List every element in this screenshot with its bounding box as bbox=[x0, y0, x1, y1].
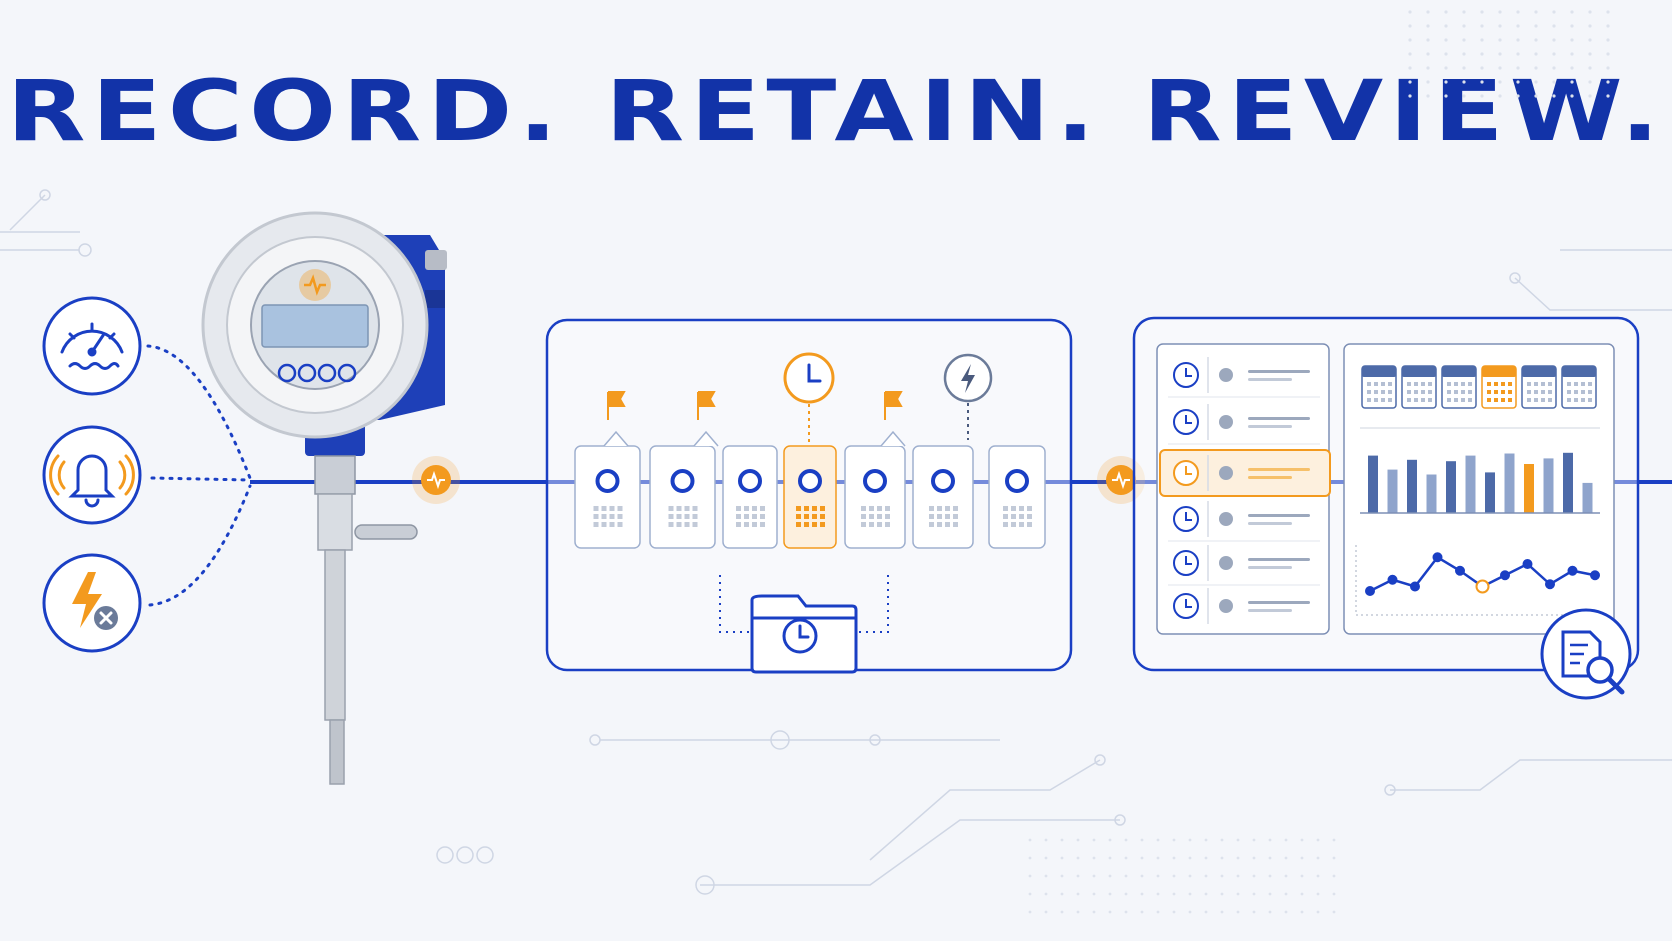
data-point bbox=[1500, 570, 1510, 581]
timeline-node bbox=[931, 469, 955, 493]
flow-meter-device bbox=[201, 211, 447, 785]
flag-icon bbox=[607, 391, 626, 420]
timeline-node bbox=[595, 469, 620, 493]
timeline-panel bbox=[545, 318, 1073, 674]
timeline-node bbox=[798, 469, 822, 493]
dot-pattern bbox=[1028, 10, 1610, 914]
log-row-dot bbox=[1219, 512, 1233, 526]
background-circuit bbox=[0, 189, 1672, 895]
timeline-event-card bbox=[649, 445, 716, 549]
timeline-node bbox=[670, 469, 695, 493]
timeline-event-card bbox=[844, 445, 906, 549]
flag-tab bbox=[880, 430, 906, 447]
analytics-pane bbox=[1343, 343, 1615, 635]
bar bbox=[1446, 461, 1456, 513]
log-row-dot bbox=[1219, 466, 1233, 480]
alarm-bell-icon bbox=[49, 454, 135, 508]
log-row-dot bbox=[1219, 415, 1233, 429]
input-power-failure bbox=[42, 553, 142, 653]
log-row-dot bbox=[1219, 599, 1233, 613]
bar bbox=[1563, 452, 1573, 513]
log-row-highlight bbox=[1159, 449, 1331, 497]
pulse-icon bbox=[304, 274, 326, 296]
bar-chart bbox=[1368, 452, 1593, 513]
review-panel bbox=[1132, 316, 1640, 700]
input-pressure bbox=[42, 296, 142, 396]
headline: RECORD. RETAIN. REVIEW. bbox=[6, 62, 1666, 160]
bar bbox=[1524, 464, 1534, 513]
bar bbox=[1582, 482, 1593, 513]
timeline-node bbox=[863, 469, 887, 493]
calendar-row bbox=[1361, 365, 1597, 409]
timeline-event-card bbox=[722, 445, 778, 549]
timeline-event-card bbox=[988, 445, 1046, 549]
data-point bbox=[1567, 565, 1578, 576]
data-point bbox=[1410, 581, 1420, 592]
timeline-node bbox=[1005, 469, 1029, 493]
pulse-node-1 bbox=[412, 456, 460, 504]
flag-icon bbox=[884, 391, 903, 420]
bar bbox=[1465, 455, 1476, 513]
bar bbox=[1426, 474, 1437, 513]
flag-tab bbox=[693, 430, 719, 447]
bar bbox=[1485, 472, 1495, 513]
flag-icon bbox=[697, 391, 716, 420]
data-point bbox=[1455, 565, 1465, 576]
data-point bbox=[1387, 574, 1398, 585]
document-search-icon bbox=[1540, 608, 1632, 700]
timeline-markers bbox=[603, 352, 993, 447]
input-alarm bbox=[42, 425, 142, 525]
data-point bbox=[1432, 552, 1443, 563]
log-row-dot bbox=[1219, 556, 1233, 570]
flag-tab bbox=[603, 430, 629, 447]
bar bbox=[1368, 455, 1378, 513]
bar bbox=[1543, 458, 1554, 513]
bar bbox=[1387, 469, 1398, 513]
bar bbox=[1407, 459, 1417, 513]
timeline-events bbox=[574, 445, 1046, 549]
timeline-event-card bbox=[783, 445, 837, 549]
pressure-gauge-icon bbox=[60, 322, 124, 370]
data-point bbox=[1475, 579, 1490, 594]
input-connectors bbox=[146, 344, 252, 607]
data-point bbox=[1522, 559, 1533, 569]
line-chart bbox=[1365, 552, 1600, 596]
timeline-node bbox=[738, 469, 762, 493]
data-point bbox=[1590, 570, 1600, 581]
event-log-rows bbox=[1159, 357, 1331, 624]
data-point bbox=[1545, 579, 1555, 590]
data-point bbox=[1365, 586, 1375, 596]
folder-clock-icon bbox=[750, 594, 858, 674]
bar bbox=[1504, 453, 1515, 513]
log-row-dot bbox=[1219, 368, 1233, 382]
timeline-event-card bbox=[574, 445, 641, 549]
timeline-event-card bbox=[912, 445, 974, 549]
power-failure-icon bbox=[72, 572, 118, 630]
